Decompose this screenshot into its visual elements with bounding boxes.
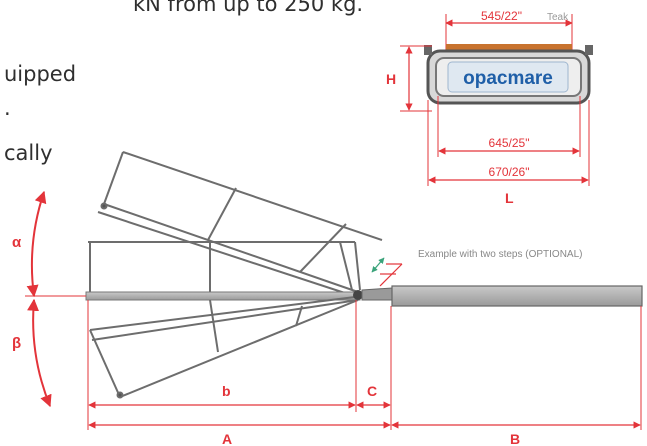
teak-word: Teak: [547, 12, 569, 23]
body-text-line-2: uipped: [4, 62, 77, 86]
gangway-horizontal: [88, 241, 361, 296]
dim-h-label: H: [386, 71, 396, 87]
optional-steps: [371, 257, 385, 273]
dim-big-b-label: B: [510, 431, 520, 446]
deck-platform: [391, 285, 643, 307]
brand-logo: opacmare: [463, 68, 553, 89]
body-text-line-1: kN from up to 250 kg.: [133, 0, 364, 16]
brand-panel: [447, 61, 569, 93]
side-view: Example with two steps (OPTIONAL) α β b …: [12, 151, 643, 446]
gangway-raised: [97, 151, 383, 297]
beta-label: β: [12, 335, 21, 352]
gangway-beam: [85, 291, 361, 301]
cross-section: 545/22" Teak opacmare H 645/25" 670/26" …: [386, 9, 593, 206]
beta-arc: [27, 298, 52, 408]
teak-strip: [446, 44, 572, 53]
pivot-hinge: [353, 290, 363, 300]
dim-b-label: b: [222, 383, 231, 399]
dim-c-label: C: [367, 383, 377, 399]
alpha-label: α: [12, 234, 22, 251]
dim-a-label: A: [222, 431, 232, 446]
dim-l-label: L: [505, 190, 514, 206]
body-text-line-3: .: [4, 96, 11, 120]
alpha-arc: [26, 190, 47, 298]
dim-645-label: 645/25": [489, 136, 530, 150]
dim-teak-label: 545/22": [481, 9, 522, 23]
gangway-lowered: [89, 296, 359, 399]
dim-670-label: 670/26": [489, 165, 530, 179]
body-text-line-4: cally: [4, 141, 53, 165]
steps-note: Example with two steps (OPTIONAL): [418, 249, 583, 260]
